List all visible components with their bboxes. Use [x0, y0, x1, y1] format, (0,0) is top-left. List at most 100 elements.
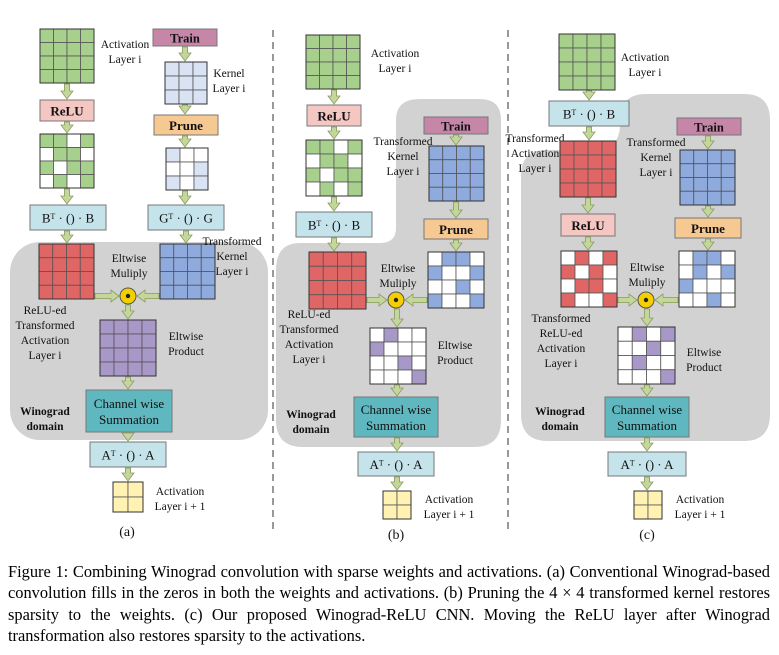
flow-arrow [136, 289, 160, 303]
flow-arrow [701, 205, 715, 218]
transformed-relu-ed-label: Layer i [545, 358, 578, 370]
train-box [676, 117, 742, 136]
panel-label-c: (c) [639, 528, 655, 543]
transformed-activation-label: Transformed [506, 133, 565, 145]
output-activation-grid [633, 490, 663, 520]
b-transform-box-label: Bᵀ · () · B [42, 211, 95, 226]
flow-arrow [178, 135, 192, 148]
channel-summation-box [85, 389, 173, 433]
flow-arrow [178, 104, 192, 115]
relu-ed-transformed-label: Activation [21, 335, 70, 347]
relu-ed-transformed-label: Layer i [293, 354, 326, 366]
transformed-kernel-grid [679, 149, 736, 206]
flow-arrow [94, 289, 120, 303]
relu-box [560, 213, 616, 237]
flow-arrow [121, 304, 135, 320]
prune-box-label: Prune [691, 221, 725, 236]
flow-arrow [390, 476, 404, 491]
a-transform-box [357, 451, 435, 477]
train-box [423, 116, 489, 135]
kernel-layer-label: Layer i [213, 83, 246, 95]
b-transform-box [295, 211, 373, 238]
activation-layer-label: Activation [371, 48, 420, 60]
relu-box [39, 99, 95, 122]
output-activation-label: Activation [156, 486, 205, 498]
prune-box-label: Prune [169, 118, 203, 133]
flow-arrow [582, 126, 596, 141]
multiply-dot [125, 293, 131, 299]
channel-summation-box-label: Summation [99, 412, 159, 427]
transformed-activation-label: Activation [511, 148, 560, 160]
train-box-label: Train [170, 32, 200, 46]
flow-arrow [701, 135, 715, 150]
flow-arrow [60, 188, 74, 205]
pruned-kernel-grid [165, 147, 209, 191]
train-box [152, 28, 218, 47]
output-activation-label: Layer i + 1 [424, 509, 475, 521]
eltwise-product-label: Eltwise [687, 347, 722, 359]
activation-grid [305, 34, 361, 90]
transformed-relu-ed-label: Transformed [532, 313, 591, 325]
flow-arrow [60, 230, 74, 244]
relu-box [306, 104, 362, 127]
eltwise-product-label: Product [686, 362, 723, 374]
pruned-kernel-grid [427, 251, 485, 309]
flow-arrow [640, 476, 654, 491]
eltwise-product-grid [369, 327, 427, 385]
flow-arrow [617, 293, 638, 307]
output-activation-label: Activation [425, 494, 474, 506]
eltwise-multiply-label: Eltwise [112, 253, 147, 265]
relu-transformed-grid [560, 250, 618, 308]
activation-grid [39, 28, 95, 84]
activation-grid [558, 33, 616, 91]
flow-arrow [60, 121, 74, 134]
eltwise-product-label: Eltwise [438, 340, 473, 352]
transformed-kernel-grid [428, 145, 485, 202]
channel-summation-box-label: Channel wise [361, 402, 432, 417]
a-transform-box [607, 451, 687, 477]
b-transform-box [548, 100, 630, 127]
relu-activation-grid [39, 133, 95, 189]
transformed-activation-grid [559, 140, 617, 198]
prune-box [153, 114, 219, 136]
winograd-domain-label: Winograd [20, 406, 70, 418]
pruned-kernel-grid [678, 250, 736, 308]
transformed-kernel-label: Layer i [216, 266, 249, 278]
relu-activation-grid [305, 139, 363, 197]
channel-summation-box-label: Channel wise [94, 396, 165, 411]
channel-summation-box [604, 396, 690, 438]
flow-arrow [582, 90, 596, 101]
eltwise-product-label: Product [168, 346, 205, 358]
channel-summation-box-label: Summation [617, 418, 677, 433]
flow-arrow [404, 293, 428, 307]
relu-ed-transformed-label: Transformed [16, 320, 75, 332]
a-transform-box-label: Aᵀ · () · A [369, 457, 423, 472]
transformed-kernel-label: Kernel [387, 151, 418, 163]
a-transform-box [89, 441, 167, 468]
transformed-kernel-label: Kernel [640, 152, 671, 164]
relu-box-label: ReLU [571, 218, 605, 233]
flow-arrow [640, 384, 654, 397]
flow-arrow [390, 384, 404, 397]
train-box-label: Train [441, 120, 471, 134]
transformed-kernel-grid [159, 243, 216, 300]
flow-arrow [390, 308, 404, 328]
transformed-activation-grid [38, 243, 95, 300]
eltwise-product-label: Eltwise [169, 331, 204, 343]
activation-layer-label: Activation [621, 52, 670, 64]
b-transform-box-label: Bᵀ · () · B [308, 218, 361, 233]
b-transform-box [29, 204, 107, 231]
a-transform-box-label: Aᵀ · () · A [620, 457, 674, 472]
activation-layer-label: Layer i [379, 63, 412, 75]
g-transform-box-label: Gᵀ · () · G [159, 211, 213, 226]
eltwise-multiply-label: Eltwise [381, 263, 416, 275]
eltwise-multiply-label: Eltwise [630, 262, 665, 274]
eltwise-multiply-label: Muliply [110, 268, 147, 280]
flow-arrow [327, 89, 341, 105]
eltwise-product-grid [99, 319, 157, 377]
transformed-kernel-label: Layer i [387, 166, 420, 178]
relu-ed-transformed-label: Layer i [29, 350, 62, 362]
output-activation-grid [382, 490, 412, 520]
channel-summation-box-label: Summation [366, 418, 426, 433]
winograd-domain-label: domain [541, 421, 579, 433]
